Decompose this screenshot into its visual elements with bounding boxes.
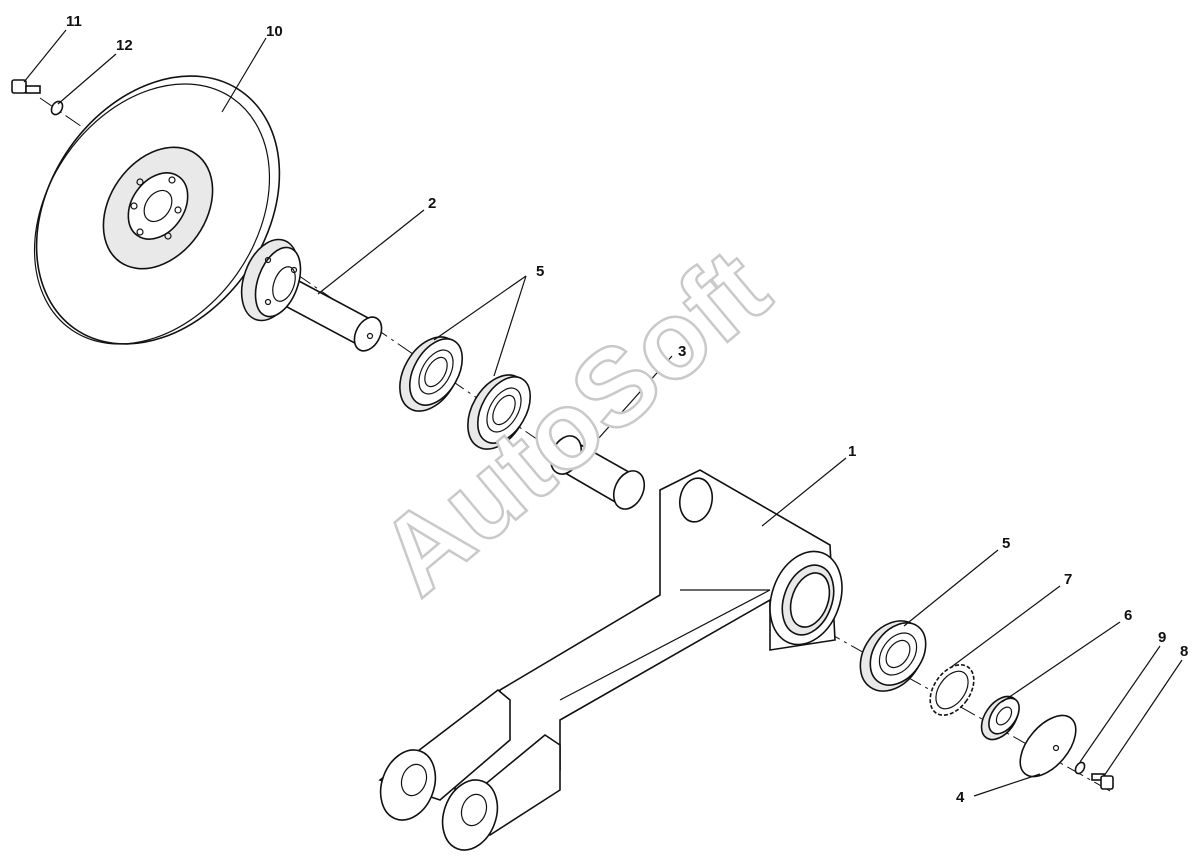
callout-5-upper: 5 — [536, 263, 544, 280]
callout-3: 3 — [678, 343, 686, 360]
hub-shaft-icon — [240, 238, 383, 352]
arm-icon — [378, 469, 843, 851]
washer-icon — [50, 100, 64, 116]
bushing-icon — [549, 435, 646, 510]
callout-labels: 11 12 10 2 5 3 1 5 7 6 9 8 4 — [66, 13, 1188, 806]
bearing-icon — [399, 336, 464, 412]
callout-4: 4 — [956, 789, 965, 806]
callout-12: 12 — [116, 37, 133, 54]
bearing-icon — [859, 620, 927, 692]
callout-7: 7 — [1064, 571, 1072, 588]
disc-icon — [33, 75, 281, 345]
callout-10: 10 — [266, 23, 283, 40]
cover-cap-icon — [1019, 714, 1077, 778]
callout-2: 2 — [428, 195, 436, 212]
callout-11: 11 — [66, 13, 82, 30]
bolt-icon — [1091, 773, 1114, 790]
washer-icon — [1074, 761, 1086, 775]
callout-9: 9 — [1158, 629, 1166, 646]
leader-lines — [23, 29, 1183, 797]
callout-8: 8 — [1180, 643, 1188, 660]
bolt-icon — [11, 79, 41, 94]
tab-washer-icon — [929, 664, 975, 716]
callout-6: 6 — [1124, 607, 1132, 624]
callout-1: 1 — [848, 443, 856, 460]
nut-icon — [980, 695, 1020, 741]
callout-5-lower: 5 — [1002, 535, 1010, 552]
bearing-icon — [467, 374, 532, 450]
